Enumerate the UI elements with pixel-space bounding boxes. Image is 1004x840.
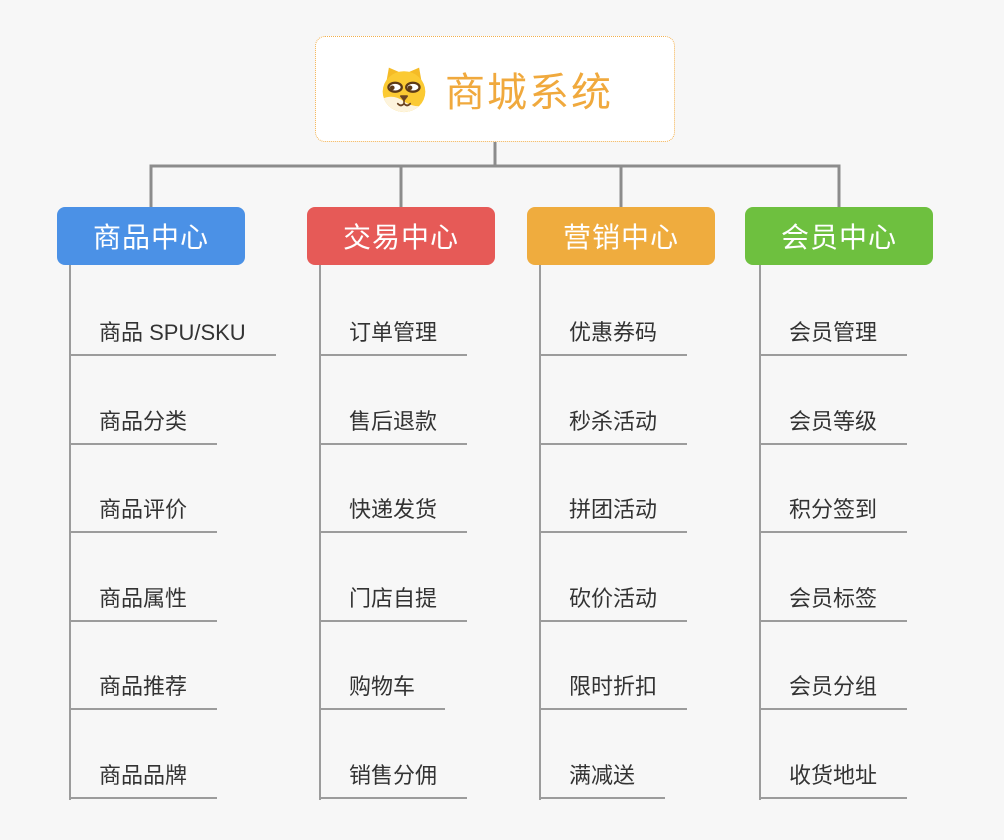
leaf-node[interactable]: 售后退款	[319, 408, 468, 445]
root-node[interactable]: 商城系统	[315, 36, 675, 142]
branch-node-marketing-center[interactable]: 营销中心	[527, 207, 715, 265]
leaf-node[interactable]: 秒杀活动	[539, 408, 688, 445]
branch-node-member-center[interactable]: 会员中心	[745, 207, 933, 265]
leaf-node[interactable]: 收货地址	[759, 762, 908, 799]
leaf-node[interactable]: 优惠券码	[539, 319, 688, 356]
shiba-dog-icon	[377, 65, 431, 113]
leaf-node[interactable]: 砍价活动	[539, 585, 688, 622]
branch-label: 营销中心	[562, 222, 679, 253]
leaf-node[interactable]: 购物车	[319, 673, 446, 711]
branch-items-trade-center: 订单管理 售后退款 快递发货 门店自提 购物车 销售分佣	[319, 264, 468, 799]
leaf-node[interactable]: 限时折扣	[539, 673, 688, 711]
branch-items-member-center: 会员管理 会员等级 积分签到 会员标签 会员分组 收货地址	[759, 264, 908, 799]
branch-node-trade-center[interactable]: 交易中心	[307, 207, 495, 265]
branch-items-product-center: 商品 SPU/SKU 商品分类 商品评价 商品属性 商品推荐 商品品牌	[69, 264, 276, 799]
leaf-node[interactable]: 商品评价	[69, 496, 218, 534]
leaf-node[interactable]: 门店自提	[319, 585, 468, 622]
leaf-node[interactable]: 商品属性	[69, 585, 218, 622]
leaf-node[interactable]: 会员等级	[759, 408, 908, 445]
leaf-node[interactable]: 拼团活动	[539, 496, 688, 534]
leaf-node[interactable]: 商品推荐	[69, 673, 218, 711]
leaf-node[interactable]: 商品品牌	[69, 762, 218, 799]
leaf-node[interactable]: 满减送	[539, 762, 666, 799]
leaf-node[interactable]: 积分签到	[759, 496, 908, 534]
leaf-node[interactable]: 会员标签	[759, 585, 908, 622]
branch-node-product-center[interactable]: 商品中心	[57, 207, 245, 265]
root-title: 商城系统	[445, 71, 613, 115]
leaf-node[interactable]: 快递发货	[319, 496, 468, 534]
branch-label: 会员中心	[780, 222, 897, 253]
leaf-node[interactable]: 会员管理	[759, 319, 908, 356]
leaf-node[interactable]: 订单管理	[319, 319, 468, 356]
leaf-node[interactable]: 商品分类	[69, 408, 218, 445]
branch-items-marketing-center: 优惠券码 秒杀活动 拼团活动 砍价活动 限时折扣 满减送	[539, 264, 688, 799]
leaf-node[interactable]: 商品 SPU/SKU	[69, 319, 276, 356]
branch-label: 交易中心	[342, 222, 459, 253]
branch-label: 商品中心	[92, 222, 209, 253]
leaf-node[interactable]: 销售分佣	[319, 762, 468, 799]
leaf-node[interactable]: 会员分组	[759, 673, 908, 711]
